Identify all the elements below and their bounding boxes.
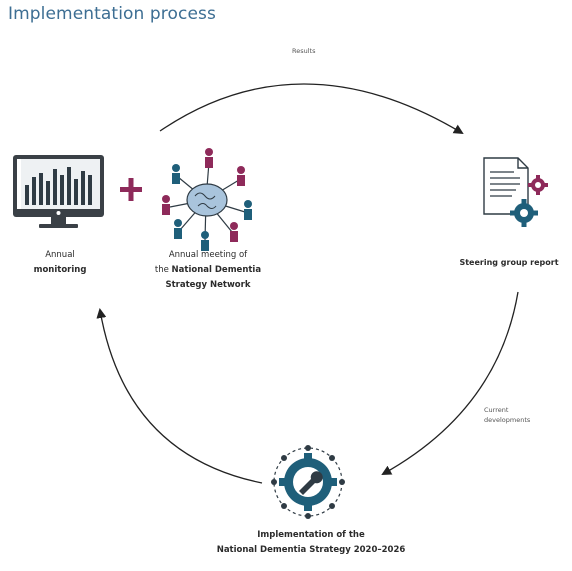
meeting-line1: Annual meeting of (168, 250, 248, 260)
plus-icon (120, 178, 142, 201)
arrow-label-results: Results (292, 47, 316, 55)
meeting-line2-prefix: the (154, 265, 172, 275)
gear-small-icon (528, 175, 548, 195)
arrow-developments (381, 291, 519, 475)
arrow-results (159, 83, 464, 135)
arrow-back-to-monitoring (96, 308, 263, 484)
meeting-line2-bold: National Dementia (171, 265, 262, 275)
monitoring-line2: monitoring (33, 265, 87, 275)
meeting-label: Annual meeting of the National Dementia … (138, 248, 278, 293)
gear-wrench-icon (271, 445, 345, 519)
implementation-line2: National Dementia Strategy 2020–2026 (216, 545, 406, 555)
monitoring-line1: Annual (45, 250, 75, 260)
monitor-bar-chart-icon (13, 155, 104, 228)
gear-large-icon (510, 199, 538, 227)
arrow-label-developments: developments (484, 416, 531, 424)
people-icons (162, 148, 252, 251)
implementation-line1: Implementation of the (257, 530, 365, 540)
arrow-label-current: Current (484, 406, 509, 414)
report-label: Steering group report (459, 258, 559, 267)
meeting-line2: the National Dementia (138, 263, 278, 278)
document-gears-icon (483, 157, 548, 227)
diagram-title: Implementation process (8, 4, 216, 24)
implementation-label: Implementation of the National Dementia … (186, 528, 436, 558)
brain-icon (186, 183, 228, 217)
meeting-line3: Strategy Network (165, 280, 251, 290)
monitoring-label: Annual monitoring (10, 248, 110, 278)
